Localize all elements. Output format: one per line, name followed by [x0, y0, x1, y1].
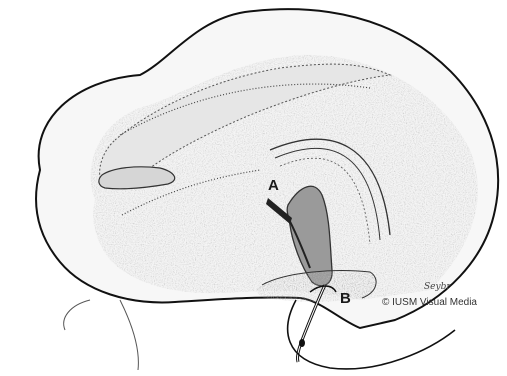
catheter-marker — [299, 339, 305, 347]
artist-signature: Seybr — [424, 282, 451, 292]
lower-contour — [64, 300, 90, 330]
label-a: A — [268, 177, 279, 194]
credit-text: © IUSM Visual Media — [382, 297, 477, 308]
lower-contour-2 — [120, 300, 138, 370]
label-b: B — [340, 290, 351, 307]
